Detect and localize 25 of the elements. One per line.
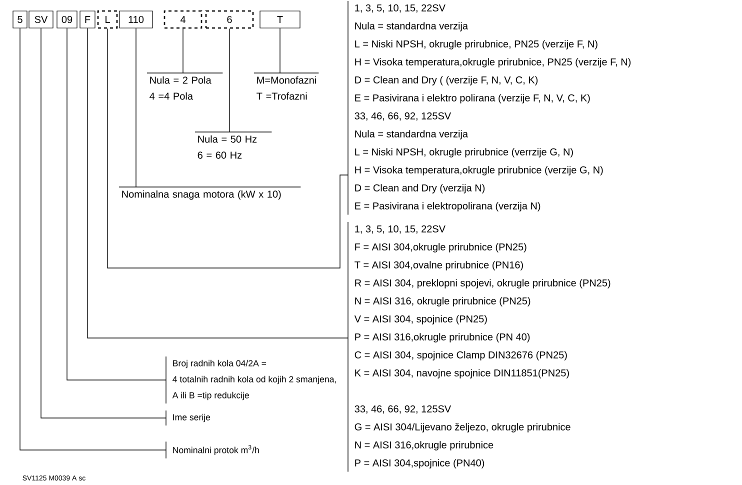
leader-line (182, 28, 184, 74)
code-box: 09 (56, 10, 78, 28)
leader-line (66, 28, 166, 380)
code-box: 110 (119, 10, 153, 28)
description-text: Ime serije (173, 414, 210, 422)
description-text: 1, 3, 5, 10, 15, 22SV Nula = standardna verzija L = Niski NPSH, okrugle prirubnice, PN25 (verzije F, N) H = Visoka temperatura,okrugle prirubnice, PN25 (verzije F, N) D = Clean and Dry ( (verzije F, N, V, C, K) E = Pasivirana i elektro polirana (verzije F, N, V, C, K) 33, 46, 66, 92, 125SV Nula = standardna verzija L = Niski NPSH, okrugle prirubnice (verrzije G, N) H = Visoka temperatura,okrugle prirubnice (verzije G, N) D = Clean and Dry (verzija N) E = Pasivirana i elektropolirana (verzija N) (354, 4, 631, 212)
description-text: Nula = 2 Pola 4 =4 Pola (150, 76, 212, 100)
leader-line (229, 28, 230, 132)
description-text: Nula = 50 Hz 6 = 60 Hz (198, 135, 257, 159)
leader-line (20, 28, 166, 450)
code-box: 6 (205, 10, 254, 29)
code-box: 4 (164, 10, 202, 29)
code-box: SV (28, 10, 54, 28)
description-text: 1, 3, 5, 10, 15, 22SV F = AISI 304,okrugle prirubnice (PN25) T = AISI 304,ovalne prirubnice (PN16) R = AISI 304, preklopni spojevi, okrugle prirubnice (PN25) N = AISI 316, okrugle prirubnice (PN25) V = AISI 304, spojnice (PN25) P = AISI 316,okrugle prirubnice (PN 40) C = AISI 304, spojnice Clamp DIN32676 (PN25) K = AISI 304, navojne spojnice DIN11851(PN25) 33, 46, 66, 92, 125SV G = AISI 304/Lijevano željezo, okrugle prirubnice N = AISI 316,okrugle prirubnice P = AISI 304,spojnice (PN40) (354, 225, 610, 468)
leader-line (107, 28, 348, 268)
code-box: 5 (12, 10, 28, 28)
description-text: M=Monofazni T =Trofazni (256, 76, 316, 100)
description-text: Nominalni protok m$^{3}$/h (173, 445, 259, 455)
code-box: T (260, 10, 300, 28)
leader-line (40, 28, 166, 418)
code-box: F (80, 10, 96, 28)
description-text: Nominalna snaga motora (kW x 10) (122, 190, 281, 200)
code-box: L (97, 10, 118, 29)
description-text: Broj radnih kola 04/2A = 4 totalnih radnih kola od kojih 2 smanjena, A ili B =tip redukcije (172, 360, 336, 400)
leader-line (87, 28, 348, 338)
